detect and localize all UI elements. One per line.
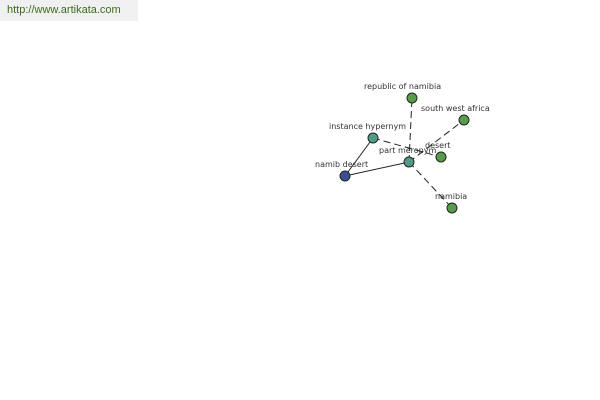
url-banner[interactable]: http://www.artikata.com <box>0 0 138 21</box>
nodes-layer <box>339 92 470 214</box>
edge-part-meronym-to-namibia <box>408 161 453 209</box>
node-label-desert[interactable]: desert <box>425 141 451 150</box>
edge-namib-desert-to-part-meronym <box>344 161 410 177</box>
node-label-namib-desert[interactable]: namib desert <box>315 160 368 169</box>
node-label-south-west-africa[interactable]: south west africa <box>421 104 490 113</box>
node-republic-of-namibia[interactable] <box>406 92 418 104</box>
node-label-instance-hypernym[interactable]: instance hypernym <box>329 122 406 131</box>
edge-part-meronym-to-south-west-africa <box>408 119 465 163</box>
node-label-namibia[interactable]: namibia <box>435 192 467 201</box>
node-namibia[interactable] <box>446 202 458 214</box>
node-south-west-africa[interactable] <box>458 114 470 126</box>
node-desert[interactable] <box>435 151 447 163</box>
node-part-meronym[interactable] <box>403 156 415 168</box>
edge-instance-hypernym-to-desert <box>372 137 442 158</box>
labels-layer: namib desert instance hypernym part merony… <box>315 82 490 201</box>
node-label-part-meronym[interactable]: part meronym <box>379 146 436 155</box>
edge-namib-desert-to-instance-hypernym <box>344 137 374 177</box>
node-namib-desert[interactable] <box>339 170 351 182</box>
node-instance-hypernym[interactable] <box>367 132 379 144</box>
edges-layer <box>344 97 465 209</box>
node-label-republic-of-namibia[interactable]: republic of namibia <box>364 82 441 91</box>
